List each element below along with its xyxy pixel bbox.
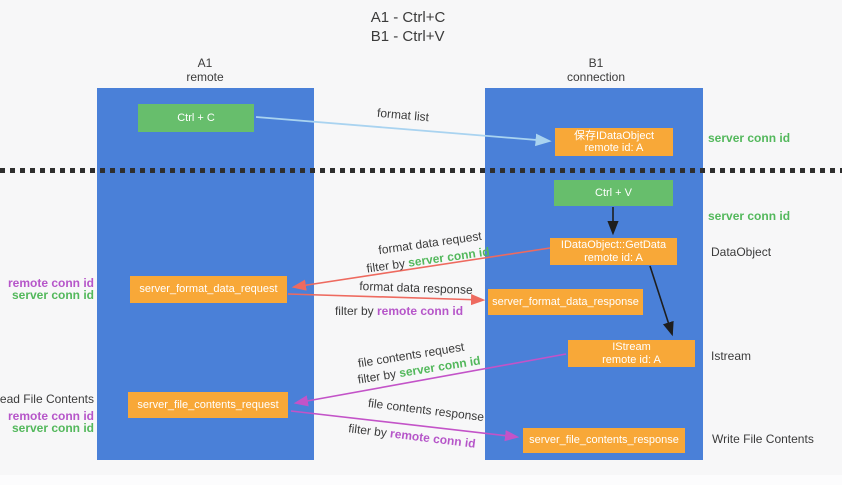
remote-conn-id-side-label-1: remote conn id (7, 276, 94, 290)
filter-by-text: filter by (365, 256, 406, 276)
left-labels-block-bottom: Read File Contents remote conn id server… (0, 392, 94, 434)
getdata-box: IDataObject::GetData remote id: A (550, 238, 677, 265)
remote-conn-id-text: remote conn id (377, 304, 464, 318)
ctrl-c-box: Ctrl + C (138, 104, 254, 132)
server-conn-id-side-label-3: server conn id (11, 288, 94, 302)
format-data-response-label: format data response (359, 279, 473, 297)
diagram-title: A1 - Ctrl+C B1 - Ctrl+V (371, 8, 446, 46)
format-list-label: format list (376, 105, 430, 125)
remote-conn-id-side-label-2: remote conn id (7, 409, 94, 423)
left-conn-id-block-top: remote conn id server conn id (8, 277, 94, 301)
istream-line1: IStream (612, 341, 651, 353)
save-dataobject-line1: 保存IDataObject (573, 129, 655, 142)
filter-by-remote-conn-id-label-1: filter by remote conn id (335, 304, 463, 318)
getdata-line1: IDataObject::GetData (560, 239, 667, 251)
lifeline-b1-role: connection (566, 70, 626, 84)
phase-separator-dotted-line (0, 168, 842, 173)
server-file-contents-response-box: server_file_contents_response (523, 428, 685, 453)
file-contents-response-label: file contents response (367, 395, 485, 425)
filter-by-text: filter by (347, 421, 388, 440)
read-file-contents-label: Read File Contents (0, 392, 94, 406)
lifeline-header-a1: A1 remote (186, 56, 223, 84)
lifeline-a1-name: A1 (197, 56, 213, 70)
lifeline-header-b1: B1 connection (567, 56, 625, 84)
getdata-line2: remote id: A (584, 251, 643, 264)
filter-by-remote-conn-id-label-2: filter by remote conn id (348, 421, 477, 451)
ctrl-v-box: Ctrl + V (554, 180, 673, 206)
save-dataobject-line2: remote id: A (584, 142, 644, 154)
server-format-data-response-box: server_format_data_response (488, 289, 643, 315)
title-line-1: A1 - Ctrl+C (370, 9, 446, 26)
istream-box: IStream remote id: A (568, 340, 695, 367)
ctrl-c-label: Ctrl + C (177, 111, 215, 124)
title-line-2: B1 - Ctrl+V (370, 28, 445, 45)
lifeline-a1-role: remote (186, 70, 224, 84)
server-file-contents-response-label: server_file_contents_response (529, 434, 679, 447)
server-format-data-response-label: server_format_data_response (492, 295, 639, 308)
dataobject-side-label: DataObject (711, 245, 772, 259)
server-conn-id-side-label-1: server conn id (708, 131, 791, 145)
write-file-contents-label: Write File Contents (712, 432, 814, 446)
server-conn-id-side-label-2: server conn id (708, 209, 791, 223)
lifeline-b1-name: B1 (588, 56, 604, 70)
ctrl-v-label: Ctrl + V (595, 186, 632, 199)
istream-side-label: Istream (711, 349, 752, 363)
save-dataobject-box: 保存IDataObject remote id: A (555, 128, 673, 156)
istream-line2: remote id: A (602, 353, 661, 366)
server-file-contents-request-box: server_file_contents_request (128, 392, 288, 418)
server-conn-id-side-label-4: server conn id (11, 421, 94, 435)
remote-conn-id-text: remote conn id (389, 426, 477, 451)
server-file-contents-request-label: server_file_contents_request (137, 398, 279, 411)
server-format-data-request-label: server_format_data_request (139, 283, 278, 296)
filter-by-text: filter by (334, 304, 374, 318)
bottom-strip (0, 475, 842, 485)
server-format-data-request-box: server_format_data_request (130, 276, 287, 303)
